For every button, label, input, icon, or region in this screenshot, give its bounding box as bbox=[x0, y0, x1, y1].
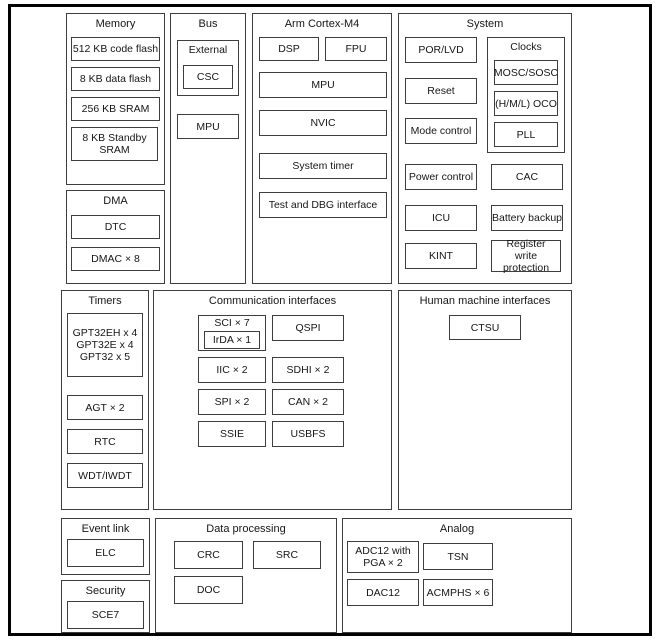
box-gpt-line1: GPT32EH x 4 bbox=[72, 327, 138, 339]
box-test-dbg: Test and DBG interface bbox=[259, 192, 387, 218]
box-register-write-protection: Register write protection bbox=[491, 238, 561, 274]
box-code-flash: 512 KB code flash bbox=[71, 37, 160, 61]
section-communication-interfaces: Communication interfaces SCI × 7 IrDA × … bbox=[153, 290, 392, 510]
section-event-link-title: Event link bbox=[81, 523, 130, 535]
box-sci-label: SCI × 7 bbox=[214, 317, 250, 329]
box-hml-oco: (H/M/L) OCO bbox=[494, 91, 558, 116]
section-memory: Memory 512 KB code flash 8 KB data flash… bbox=[66, 13, 165, 185]
box-rtc: RTC bbox=[67, 429, 143, 454]
section-bus: Bus External CSC MPU bbox=[170, 13, 246, 284]
section-cortex-m4: Arm Cortex-M4 DSP FPU MPU NVIC System ti… bbox=[252, 13, 392, 284]
section-memory-title: Memory bbox=[95, 18, 136, 30]
box-gpt-line3: GPT32 x 5 bbox=[79, 351, 131, 363]
box-por-lvd: POR/LVD bbox=[405, 37, 477, 63]
box-elc: ELC bbox=[67, 539, 144, 567]
section-communication-interfaces-title: Communication interfaces bbox=[208, 295, 337, 307]
box-reset: Reset bbox=[405, 78, 477, 104]
section-system: System POR/LVD Reset Mode control Power … bbox=[398, 13, 572, 284]
box-power-control: Power control bbox=[405, 164, 477, 190]
section-bus-title: Bus bbox=[198, 18, 218, 30]
box-tsn: TSN bbox=[423, 543, 493, 570]
box-sce7: SCE7 bbox=[67, 601, 144, 629]
box-doc: DOC bbox=[174, 576, 243, 604]
box-icu: ICU bbox=[405, 205, 477, 231]
box-csc: CSC bbox=[183, 65, 233, 89]
box-sdhi: SDHI × 2 bbox=[272, 357, 344, 383]
box-mosc-sosc: MOSC/SOSC bbox=[494, 60, 558, 85]
section-cortex-m4-title: Arm Cortex-M4 bbox=[284, 18, 360, 30]
section-dma-title: DMA bbox=[103, 195, 128, 207]
box-bus-mpu: MPU bbox=[177, 114, 239, 139]
group-clocks: Clocks MOSC/SOSC (H/M/L) OCO PLL bbox=[487, 37, 565, 153]
box-adc12-line1: ADC12 with bbox=[355, 545, 411, 557]
box-dsp: DSP bbox=[259, 37, 319, 61]
box-fpu: FPU bbox=[325, 37, 387, 61]
box-spi: SPI × 2 bbox=[198, 389, 266, 415]
box-dmac: DMAC × 8 bbox=[71, 247, 160, 271]
section-timers-title: Timers bbox=[88, 295, 122, 307]
box-crc: CRC bbox=[174, 541, 243, 569]
section-security-title: Security bbox=[85, 585, 126, 597]
box-sram: 256 KB SRAM bbox=[71, 97, 160, 121]
box-agt: AGT × 2 bbox=[67, 395, 143, 420]
section-analog: Analog ADC12 with PGA × 2 TSN DAC12 ACMP… bbox=[342, 518, 572, 633]
box-cortex-mpu: MPU bbox=[259, 72, 387, 98]
box-qspi: QSPI bbox=[272, 315, 344, 341]
box-gpt-line2: GPT32E x 4 bbox=[76, 339, 134, 351]
box-pll: PLL bbox=[494, 122, 558, 147]
box-usbfs: USBFS bbox=[272, 421, 344, 447]
box-cac: CAC bbox=[491, 164, 563, 190]
box-nvic: NVIC bbox=[259, 110, 387, 136]
group-external-bus: External CSC bbox=[177, 40, 239, 96]
section-data-processing-title: Data processing bbox=[206, 523, 286, 535]
section-event-link: Event link ELC bbox=[61, 518, 150, 575]
section-dma: DMA DTC DMAC × 8 bbox=[66, 190, 165, 284]
box-kint: KINT bbox=[405, 243, 477, 269]
section-human-machine-interfaces: Human machine interfaces CTSU bbox=[398, 290, 572, 510]
section-analog-title: Analog bbox=[439, 523, 475, 535]
box-ssie: SSIE bbox=[198, 421, 266, 447]
box-dtc: DTC bbox=[71, 215, 160, 239]
box-src: SRC bbox=[253, 541, 321, 569]
box-standby-sram: 8 KB Standby SRAM bbox=[71, 127, 158, 161]
group-external-bus-title: External bbox=[188, 44, 228, 56]
box-adc12-line2: PGA × 2 bbox=[363, 557, 403, 569]
box-battery-backup: Battery backup bbox=[491, 205, 563, 231]
box-dac12: DAC12 bbox=[347, 579, 419, 606]
box-acmphs: ACMPHS × 6 bbox=[423, 579, 493, 606]
box-adc12-pga: ADC12 with PGA × 2 bbox=[347, 541, 419, 573]
box-wdt-iwdt: WDT/IWDT bbox=[67, 463, 143, 488]
section-human-machine-interfaces-title: Human machine interfaces bbox=[419, 295, 551, 307]
section-security: Security SCE7 bbox=[61, 580, 150, 633]
box-mode-control: Mode control bbox=[405, 118, 477, 144]
section-data-processing: Data processing CRC SRC DOC bbox=[155, 518, 337, 633]
box-ctsu: CTSU bbox=[449, 315, 521, 340]
group-clocks-title: Clocks bbox=[510, 41, 542, 53]
box-irda: IrDA × 1 bbox=[204, 331, 260, 349]
section-timers: Timers GPT32EH x 4 GPT32E x 4 GPT32 x 5 … bbox=[61, 290, 149, 510]
box-sci: SCI × 7 IrDA × 1 bbox=[198, 315, 266, 351]
box-system-timer: System timer bbox=[259, 153, 387, 179]
box-gpt: GPT32EH x 4 GPT32E x 4 GPT32 x 5 bbox=[67, 313, 143, 377]
box-can: CAN × 2 bbox=[272, 389, 344, 415]
box-iic: IIC × 2 bbox=[198, 357, 266, 383]
box-data-flash: 8 KB data flash bbox=[71, 67, 160, 91]
section-system-title: System bbox=[466, 18, 504, 30]
